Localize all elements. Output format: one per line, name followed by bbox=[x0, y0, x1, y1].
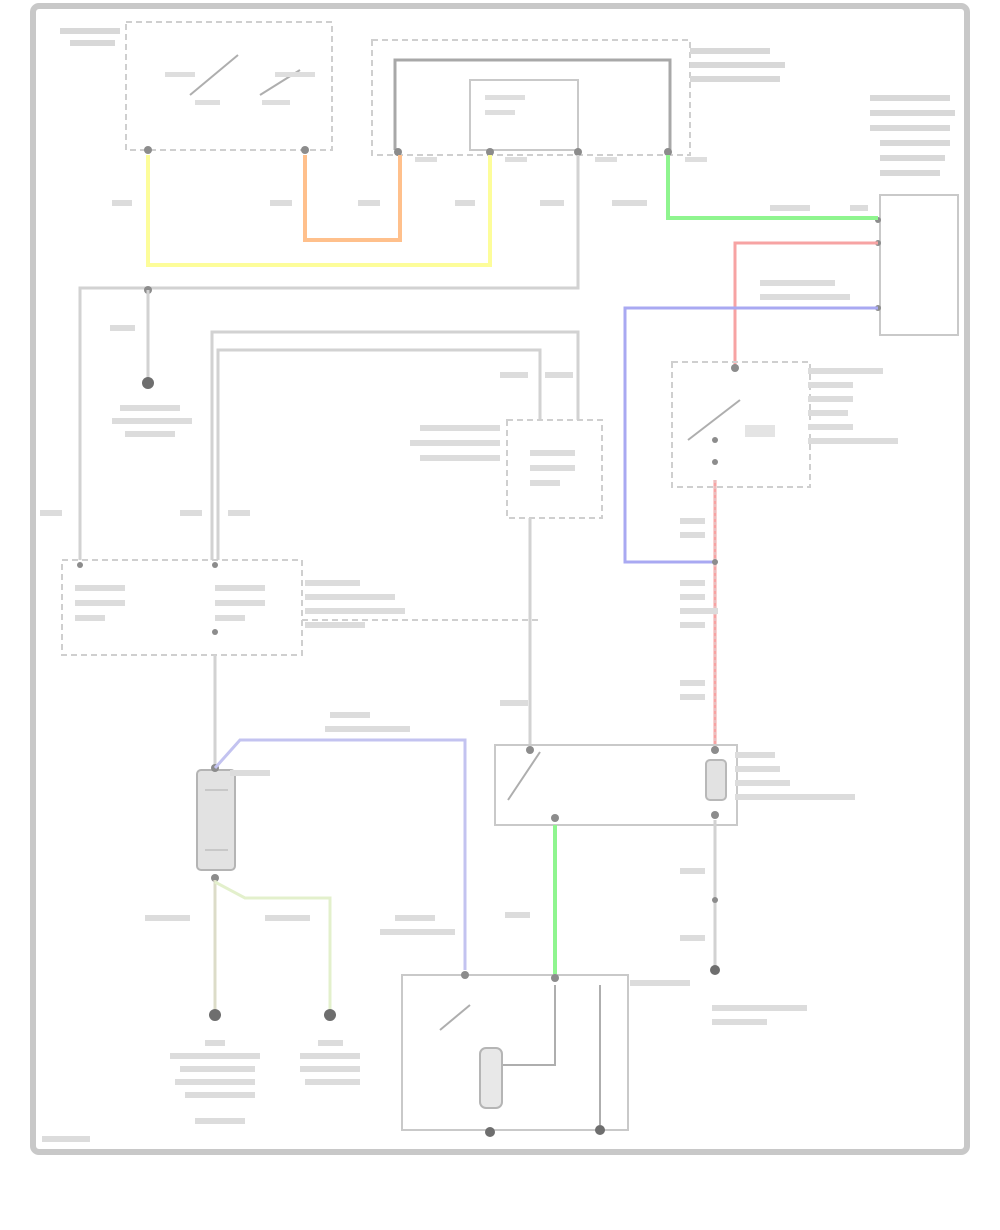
wire-gray-top bbox=[78, 155, 580, 560]
wire-orange bbox=[303, 155, 402, 242]
starter-relay bbox=[494, 700, 855, 826]
relay-module bbox=[371, 39, 785, 162]
battery-terminals bbox=[170, 1009, 360, 1124]
transmission-range-switch bbox=[671, 361, 898, 488]
wire-labels-top bbox=[112, 200, 868, 300]
wire-pale-green bbox=[214, 880, 332, 1012]
diagram-frame bbox=[30, 3, 970, 1155]
wire-lavender bbox=[213, 738, 467, 970]
fuse-block-module bbox=[40, 510, 540, 656]
wire-red-top bbox=[733, 241, 878, 365]
wire-gray-mid2 bbox=[216, 348, 542, 560]
starter-motor bbox=[401, 971, 690, 1137]
wire-blue bbox=[623, 306, 878, 564]
power-distribution bbox=[110, 286, 192, 437]
wire-green-top bbox=[666, 155, 878, 220]
engine-relay bbox=[410, 419, 603, 519]
ignition-switch bbox=[60, 21, 333, 154]
wire-gray-mid bbox=[210, 330, 580, 560]
control-module-right bbox=[870, 95, 959, 336]
wire-yellow bbox=[146, 155, 492, 267]
fusible-link bbox=[196, 764, 270, 882]
